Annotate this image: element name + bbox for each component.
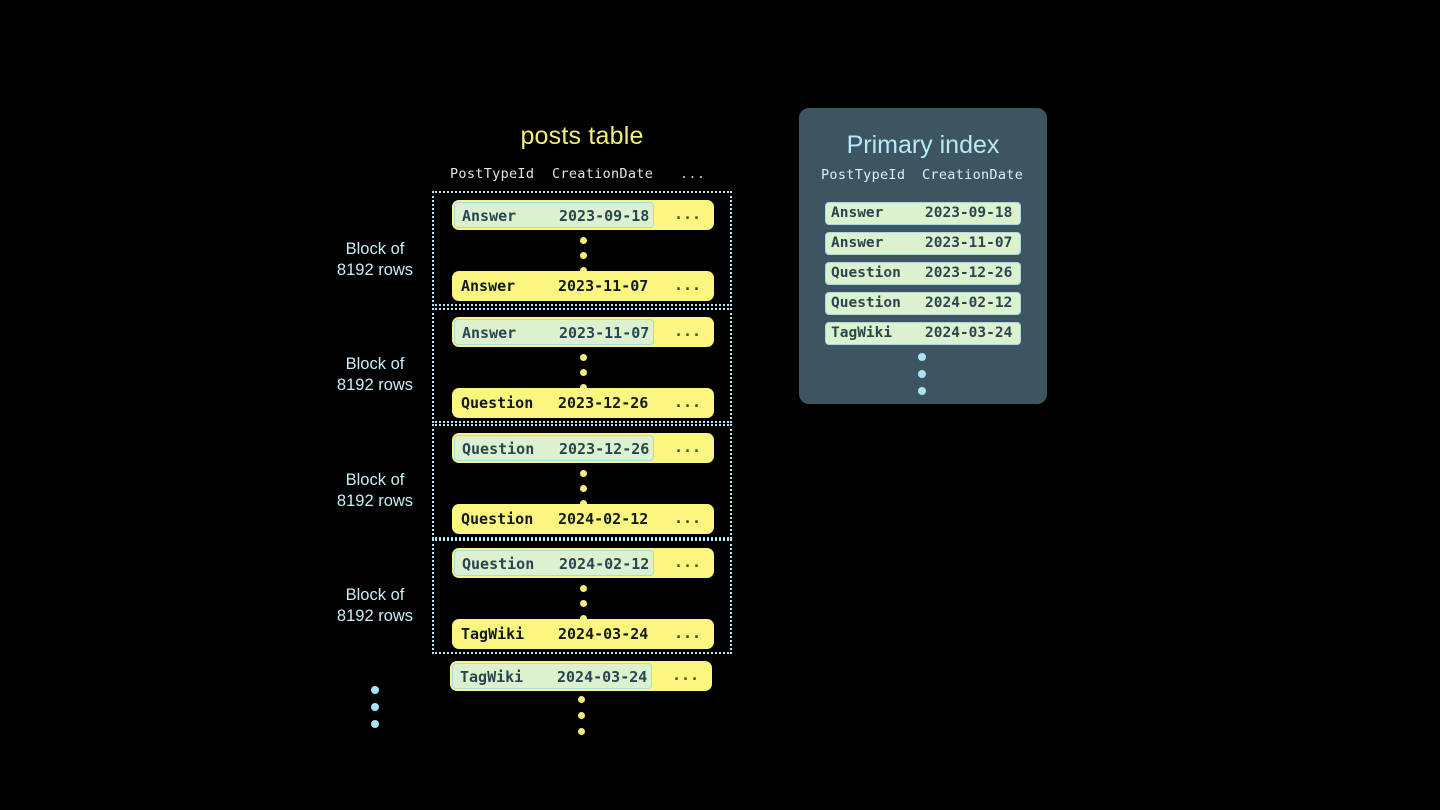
cell-more: ... [674,624,702,642]
cell-creationdate: 2023-12-26 [558,394,649,412]
column-header-more: ... [680,166,706,182]
list-item[interactable]: Answer 2023-09-18 [825,202,1021,225]
vertical-ellipsis-icon [580,237,590,274]
cell-creationdate: 2023-09-18 [559,207,650,225]
table-row[interactable]: Question 2023-12-26 ... [452,388,714,418]
table-row[interactable]: Answer 2023-09-18 ... [452,200,714,230]
cell-posttypeid: TagWiki [460,668,524,686]
cell-creationdate: 2024-02-12 [925,295,1013,311]
cell-posttypeid: Answer [462,207,517,225]
cell-posttypeid: Question [462,440,535,458]
cell-more: ... [674,276,702,294]
vertical-ellipsis-icon [580,470,590,507]
cell-posttypeid: TagWiki [461,625,525,643]
cell-posttypeid: Answer [831,205,884,221]
cell-more: ... [674,393,702,411]
block-label-3: Block of 8192 rows [310,470,440,512]
cell-more: ... [674,322,702,340]
row-key-cell: Answer 2023-09-18 [454,202,654,228]
list-item[interactable]: TagWiki 2024-03-24 [825,322,1021,345]
vertical-ellipsis-icon [580,354,590,391]
table-block-1: Answer 2023-09-18 ... Answer 2023-11-07 … [432,191,732,306]
cell-posttypeid: TagWiki [831,325,893,341]
posts-table-title: posts table [520,122,644,150]
vertical-ellipsis-icon [580,585,590,622]
cell-creationdate: 2024-03-24 [925,325,1013,341]
table-row[interactable]: TagWiki 2024-03-24 ... [452,619,714,649]
list-item[interactable]: Answer 2023-11-07 [825,232,1021,255]
cell-more: ... [674,509,702,527]
table-row[interactable]: Question 2024-02-12 ... [452,548,714,578]
block-label-2-line2: 8192 rows [336,376,414,394]
cell-posttypeid: Answer [462,324,517,342]
list-item[interactable]: Question 2023-12-26 [825,262,1021,285]
cell-creationdate: 2023-11-07 [925,235,1013,251]
table-block-3: Question 2023-12-26 ... Question 2024-02… [432,424,732,539]
cell-creationdate: 2023-12-26 [925,265,1013,281]
column-header-creationdate: CreationDate [922,167,1024,183]
row-key-cell: Answer 2023-11-07 [454,273,654,299]
table-row[interactable]: Question 2023-12-26 ... [452,433,714,463]
row-key-cell: Answer 2023-11-07 [454,319,654,345]
cell-posttypeid: Question [831,265,901,281]
row-key-cell: Question 2024-02-12 [454,550,654,576]
block-label-4-line1: Block of [345,586,405,604]
vertical-ellipsis-icon [578,696,588,735]
block-label-1-line1: Block of [345,240,405,258]
column-header-posttypeid: PostTypeId [450,166,535,182]
primary-index-title: Primary index [846,131,1000,159]
block-label-2: Block of 8192 rows [310,354,440,396]
cell-posttypeid: Question [462,555,535,573]
table-row[interactable]: Question 2024-02-12 ... [452,504,714,534]
block-label-3-line1: Block of [345,471,405,489]
block-label-1-line2: 8192 rows [336,261,414,279]
block-label-4: Block of 8192 rows [310,585,440,627]
cell-posttypeid: Question [461,510,534,528]
cell-creationdate: 2023-11-07 [559,324,650,342]
cell-creationdate: 2024-03-24 [557,668,648,686]
primary-index-column-headers: PostTypeId CreationDate [799,167,1047,187]
table-block-4: Question 2024-02-12 ... TagWiki 2024-03-… [432,539,732,654]
cell-posttypeid: Question [461,394,534,412]
row-key-cell: Question 2024-02-12 [454,506,654,532]
cell-creationdate: 2023-12-26 [559,440,650,458]
cell-posttypeid: Answer [461,277,516,295]
posts-table-column-headers: PostTypeId CreationDate ... [432,166,732,186]
block-label-3-line2: 8192 rows [336,492,414,510]
row-key-cell: TagWiki 2024-03-24 [454,621,654,647]
row-key-cell: Question 2023-12-26 [454,390,654,416]
table-block-2: Answer 2023-11-07 ... Question 2023-12-2… [432,308,732,423]
table-row[interactable]: Answer 2023-11-07 ... [452,271,714,301]
block-label-2-line1: Block of [345,355,405,373]
cell-creationdate: 2023-11-07 [558,277,649,295]
table-row[interactable]: Answer 2023-11-07 ... [452,317,714,347]
vertical-ellipsis-icon [918,353,928,395]
primary-index-panel: Primary index PostTypeId CreationDate An… [799,108,1047,404]
cell-posttypeid: Answer [831,235,884,251]
table-row[interactable]: TagWiki 2024-03-24 ... [450,661,712,691]
cell-more: ... [674,205,702,223]
column-header-creationdate: CreationDate [552,166,654,182]
row-key-cell: Question 2023-12-26 [454,435,654,461]
column-header-posttypeid: PostTypeId [821,167,906,183]
block-label-4-line2: 8192 rows [336,607,414,625]
cell-more: ... [674,438,702,456]
vertical-ellipsis-icon [371,686,381,728]
row-key-cell: TagWiki 2024-03-24 [452,663,652,689]
cell-creationdate: 2024-03-24 [558,625,649,643]
cell-more: ... [674,553,702,571]
cell-posttypeid: Question [831,295,901,311]
list-item[interactable]: Question 2024-02-12 [825,292,1021,315]
cell-more: ... [672,666,700,684]
cell-creationdate: 2024-02-12 [558,510,649,528]
cell-creationdate: 2024-02-12 [559,555,650,573]
block-label-1: Block of 8192 rows [310,239,440,281]
cell-creationdate: 2023-09-18 [925,205,1013,221]
